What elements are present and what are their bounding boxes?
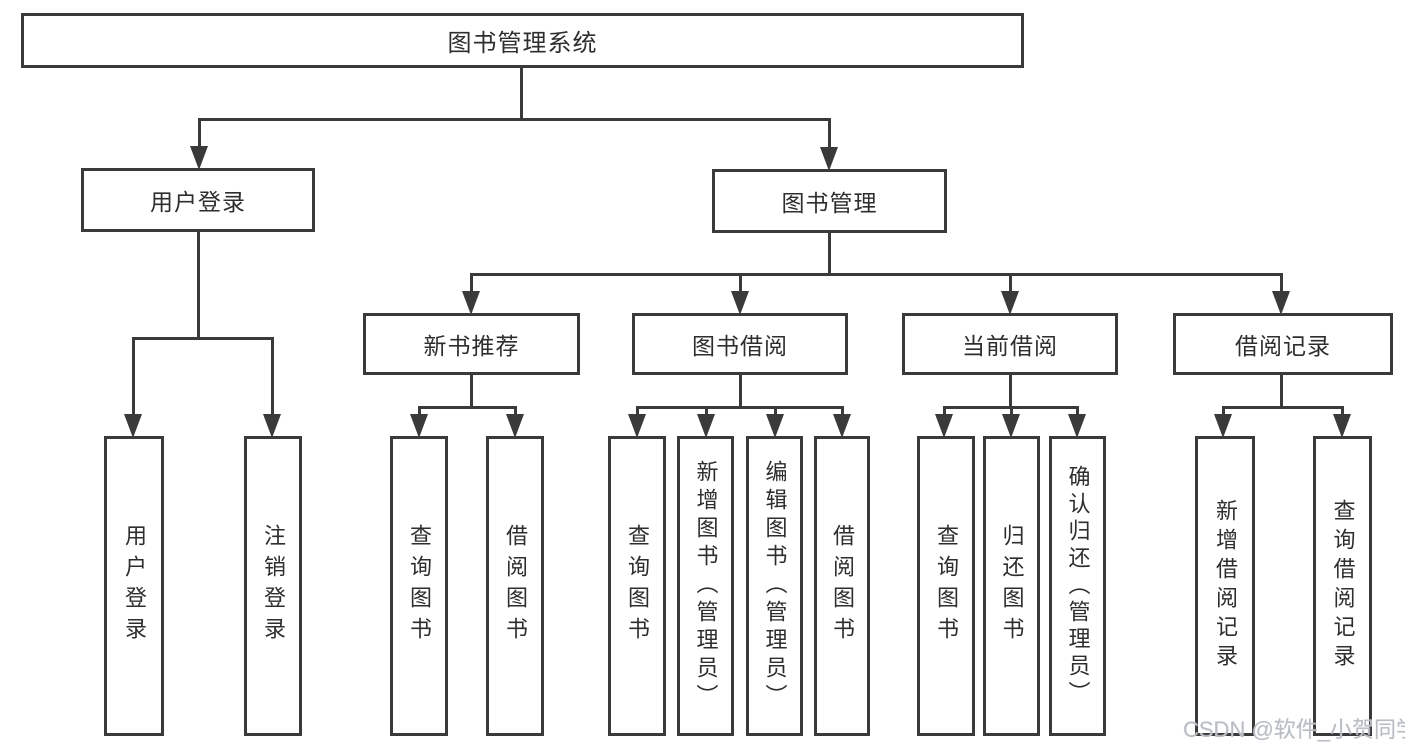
connector-drop [514,406,517,418]
leaf-logout: 注销登录 [244,436,302,736]
arrowhead [506,414,524,438]
arrowhead-leaf-login [124,414,142,438]
connector-drop-leaf-logout [271,337,274,418]
arrowhead-book-mgmt [820,147,838,171]
arrowhead [410,414,428,438]
leaf-query-books-current: 查询图书 [917,436,975,736]
leaf-edit-books-admin: 编辑图书（管理员） [746,436,803,736]
connector-drop-records [1280,273,1283,295]
connector-drop [774,406,777,418]
connector-borrowing-hline [636,406,844,409]
connector-drop-user-login [198,118,201,150]
connector-book-mgmt-stem [828,233,831,275]
arrowhead-user-login [190,146,208,170]
leaf-add-books-admin: 新增图书（管理员） [677,436,734,736]
arrowhead [628,414,646,438]
leaf-label: 编辑图书（管理员） [762,460,788,712]
leaf-label: 借阅图书 [830,524,855,648]
leaf-query-books-borrowing: 查询图书 [608,436,666,736]
node-user-login-branch: 用户登录 [81,168,315,232]
leaf-user-login: 用户登录 [104,436,164,736]
leaf-label: 查询图书 [934,524,959,648]
connector-root-hline [198,118,831,121]
connector-drop-leaf-login [132,337,135,418]
node-borrow-records: 借阅记录 [1173,313,1393,375]
connector-records-hline [1222,406,1344,409]
connector-drop [1076,406,1079,418]
connector-drop [418,406,421,418]
connector-user-login-stem [197,232,200,337]
arrowhead-borrowing [731,291,749,315]
connector-drop-recommend [470,273,473,295]
node-book-borrowing: 图书借阅 [632,313,848,375]
node-root-system: 图书管理系统 [21,13,1024,68]
connector-root-stem [520,68,523,118]
connector-drop-borrowing [739,273,742,295]
node-label: 用户登录 [150,189,246,215]
connector-drop [636,406,639,418]
connector-drop [1010,406,1013,418]
leaf-confirm-return-admin: 确认归还（管理员） [1049,436,1106,736]
leaf-label: 注销登录 [261,524,286,648]
connector-recommend-stem [470,375,473,409]
arrowhead-current [1001,291,1019,315]
node-new-book-recommend: 新书推荐 [363,313,580,375]
arrowhead [766,414,784,438]
connector-drop [1222,406,1225,418]
connector-recommend-hline [418,406,517,409]
leaf-return-books: 归还图书 [983,436,1040,736]
connector-book-mgmt-hline [470,273,1283,276]
node-label: 当前借阅 [962,333,1058,359]
connector-drop-book-mgmt [828,118,831,150]
leaf-label: 借阅图书 [503,524,528,648]
leaf-borrow-books-borrowing: 借阅图书 [814,436,870,736]
leaf-label: 用户登录 [122,524,147,648]
leaf-label: 查询图书 [407,524,432,648]
arrowhead [1068,414,1086,438]
arrowhead-recommend [462,291,480,315]
node-label: 图书管理 [781,190,878,216]
node-current-borrowing: 当前借阅 [902,313,1118,375]
arrowhead-records [1272,291,1290,315]
leaf-borrow-books-recommend: 借阅图书 [486,436,544,736]
leaf-label: 归还图书 [999,524,1025,648]
connector-drop [841,406,844,418]
connector-borrowing-stem [739,375,742,409]
connector-records-stem [1280,375,1283,409]
connector-drop [705,406,708,418]
leaf-query-borrow-record: 查询借阅记录 [1313,436,1372,736]
leaf-label: 查询图书 [625,524,650,648]
node-label: 借阅记录 [1235,333,1331,359]
connector-drop [1341,406,1344,418]
leaf-add-borrow-record: 新增借阅记录 [1195,436,1255,736]
leaf-query-books-recommend: 查询图书 [390,436,448,736]
csdn-watermark: CSDN @软件_小贺同学 [1183,717,1405,742]
connector-drop [943,406,946,418]
connector-drop-current [1009,273,1012,295]
node-label: 图书管理系统 [447,30,598,57]
leaf-label: 新增借阅记录 [1213,499,1238,673]
leaf-label: 确认归还（管理员） [1065,464,1091,708]
arrowhead [697,414,715,438]
arrowhead [935,414,953,438]
node-label: 新书推荐 [423,333,520,359]
node-label: 图书借阅 [692,333,788,359]
arrowhead [833,414,851,438]
connector-user-login-hline [132,337,274,340]
leaf-label: 查询借阅记录 [1330,499,1356,673]
arrowhead [1333,414,1351,438]
arrowhead [1214,414,1232,438]
arrowhead-leaf-logout [263,414,281,438]
arrowhead [1002,414,1020,438]
leaf-label: 新增图书（管理员） [693,460,719,712]
node-book-management-branch: 图书管理 [712,169,947,233]
connector-current-stem [1009,375,1012,409]
